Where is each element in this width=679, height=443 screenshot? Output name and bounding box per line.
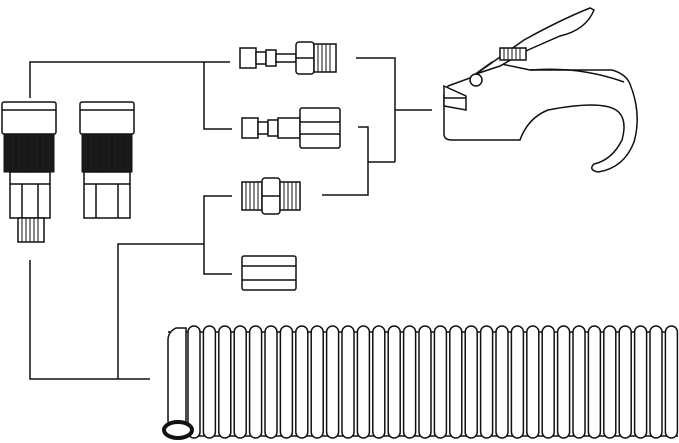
quick-coupler-male-thread-icon — [1, 101, 57, 243]
hose-coil-loop — [587, 325, 602, 439]
hose-coil-loop — [449, 325, 463, 439]
hose-coil-loop — [218, 325, 232, 439]
hose-coil-loop — [603, 325, 617, 439]
hose-coil-loop — [372, 325, 386, 439]
hose-coil-loop — [233, 325, 247, 439]
blow-gun-icon — [443, 7, 638, 173]
connector-plug-male-to-gun — [356, 57, 396, 162]
hose-coil-loop — [279, 325, 294, 439]
hose-coil-loop — [341, 325, 355, 439]
hose-coil-loop — [495, 325, 509, 439]
connector-couplers-to-plugs — [29, 61, 230, 98]
quick-coupler-female-thread-icon — [79, 101, 135, 219]
hose-coil-loop — [325, 325, 340, 439]
hose-coil-loop — [479, 325, 494, 439]
hose-coil-loop — [356, 325, 371, 439]
hose-coil-loop — [464, 325, 478, 439]
hose-coil-loop — [418, 325, 432, 439]
hose-coil-loop — [310, 325, 324, 439]
hex-nipple-icon — [241, 177, 301, 215]
hose-coil-loop — [541, 325, 555, 439]
hose-coil-loop — [572, 325, 586, 439]
hose-coil-loop — [649, 325, 663, 439]
hose-coil-loop — [633, 325, 648, 439]
hose-coil-loop — [387, 325, 401, 439]
connector-lines — [29, 57, 432, 380]
hose-coil-loop — [295, 325, 309, 439]
plug-female-thread-icon — [241, 107, 341, 149]
hose-coil-loop — [402, 325, 417, 439]
connector-plug-female-to-gun — [322, 126, 369, 196]
hose-coil-loop — [618, 325, 632, 439]
connector-hex-to-hose — [117, 243, 204, 379]
hose-coil-loop — [664, 325, 679, 439]
connector-hex-bracket — [203, 195, 232, 275]
connector-bracket-plugs — [203, 62, 232, 130]
connector-couplers-to-hose — [29, 260, 150, 380]
hose-coil-loop — [433, 325, 448, 439]
hose-coil-loop — [510, 325, 525, 439]
hose-coil-loop — [264, 325, 278, 439]
hose-coil-loop — [248, 325, 263, 439]
hex-coupling-icon — [241, 255, 297, 291]
plug-male-thread-icon — [239, 41, 337, 75]
hose-coil-loop — [187, 325, 201, 439]
coil-hose-icon — [162, 325, 679, 440]
hose-coil-loop — [526, 325, 540, 439]
hose-coil-loop — [202, 325, 217, 439]
hose-coil-loop — [556, 325, 571, 439]
